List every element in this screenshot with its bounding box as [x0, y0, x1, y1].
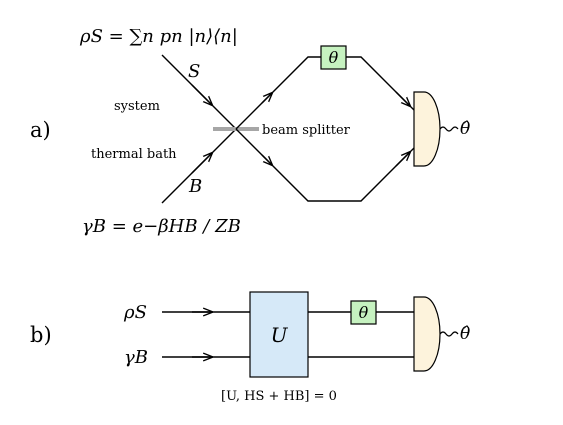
phase-box-a: [320, 45, 347, 70]
beam-splitter-label: beam splitter: [262, 123, 351, 138]
system-beam-arrow: [191, 84, 212, 105]
phase-label-a: θ: [329, 48, 339, 67]
detector-a: θ̂: [413, 91, 470, 167]
unitary-gate: U: [249, 291, 309, 378]
panel-b-label: b): [30, 323, 52, 347]
panel-a-label: a): [30, 118, 51, 142]
thermal-bath-label: thermal bath: [91, 147, 177, 162]
bath-beam-arrow: [191, 153, 212, 174]
upper-output-arrow: [261, 93, 272, 104]
rho-s-input-label: ρS: [123, 302, 147, 323]
panel-b: b) ρS γB U [U, HS + HB] = 0 θ θ̂: [30, 291, 470, 404]
phase-shifter-b: θ: [350, 300, 377, 325]
b-label: B: [188, 176, 202, 197]
rho-s-formula-text: ρS = ∑n pn |n⟩⟨n|: [79, 26, 238, 47]
gamma-b-input-label: γB: [124, 347, 148, 368]
rho-s-formula: ρS = ∑n pn |n⟩⟨n|: [79, 26, 238, 47]
upper-detector-arrow: [395, 91, 410, 106]
unitary-label: U: [271, 323, 289, 347]
estimate-label-b: θ̂: [460, 324, 470, 344]
s-label: S: [188, 61, 200, 82]
lower-detector-arrow: [395, 152, 410, 167]
detector-wire-a: [439, 126, 459, 132]
unitary-box: [249, 291, 309, 378]
lower-output-arrow: [261, 154, 272, 165]
phase-label-b: θ: [359, 303, 369, 322]
detector-shape-b: [413, 296, 441, 372]
phase-box-b: [350, 300, 377, 325]
detector-shape-a: [413, 91, 441, 167]
detector-wire-b: [439, 331, 459, 337]
gamma-b-formula: γB = e−βHB / ZB: [82, 216, 241, 237]
panel-a: a) ρS = ∑n pn |n⟩⟨n| S system B thermal …: [30, 26, 470, 237]
lower-output-path: [235, 128, 415, 202]
estimate-label-a: θ̂: [460, 119, 470, 139]
phase-shifter-a: θ: [320, 45, 347, 70]
commutator-label: [U, HS + HB] = 0: [221, 389, 337, 404]
system-label: system: [114, 99, 160, 114]
detector-b: θ̂: [413, 296, 470, 372]
